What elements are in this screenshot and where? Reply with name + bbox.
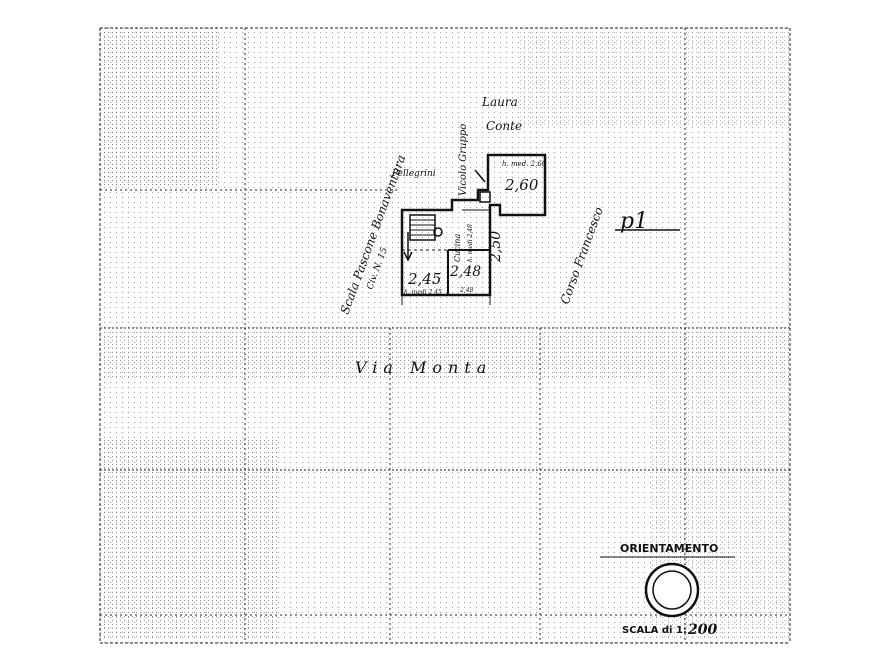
room-note-big: h. medi 2,45 (404, 289, 442, 296)
room-note-bottom: 2,48 (459, 287, 474, 294)
room-right-bottom-height: 2,50 (488, 231, 504, 263)
legend: ORIENTAMENTO SCALA di 1: 200 (600, 542, 735, 638)
room-note-small: Cucina (453, 234, 462, 262)
neighbor-mid: Vicolo Gruppo (458, 124, 469, 196)
room-big-height: 2,45 (407, 270, 441, 288)
grid-lines (99, 27, 791, 644)
scale-prefix: SCALA di 1: (622, 625, 687, 636)
room-small-height: 2,48 (449, 264, 481, 280)
grid-area (100, 28, 790, 643)
scale-value: 200 (687, 622, 717, 638)
compass-inner-ring (652, 570, 692, 610)
neighbor-top: Laura (481, 95, 518, 109)
room-right-top-height: 2,60 (504, 176, 539, 194)
neighbor-left: Pellegrini (391, 169, 436, 179)
floor-plan (400, 153, 547, 305)
room-note-small-2: h. medi 2,48 (467, 224, 474, 262)
neighbor-top-2: Conte (486, 119, 522, 133)
orientation-label: ORIENTAMENTO (620, 542, 718, 555)
room-note-right: h. med. 2,60 (502, 160, 547, 168)
compass-outer-ring (644, 562, 700, 618)
street-main-label: Via Monta (355, 358, 492, 377)
